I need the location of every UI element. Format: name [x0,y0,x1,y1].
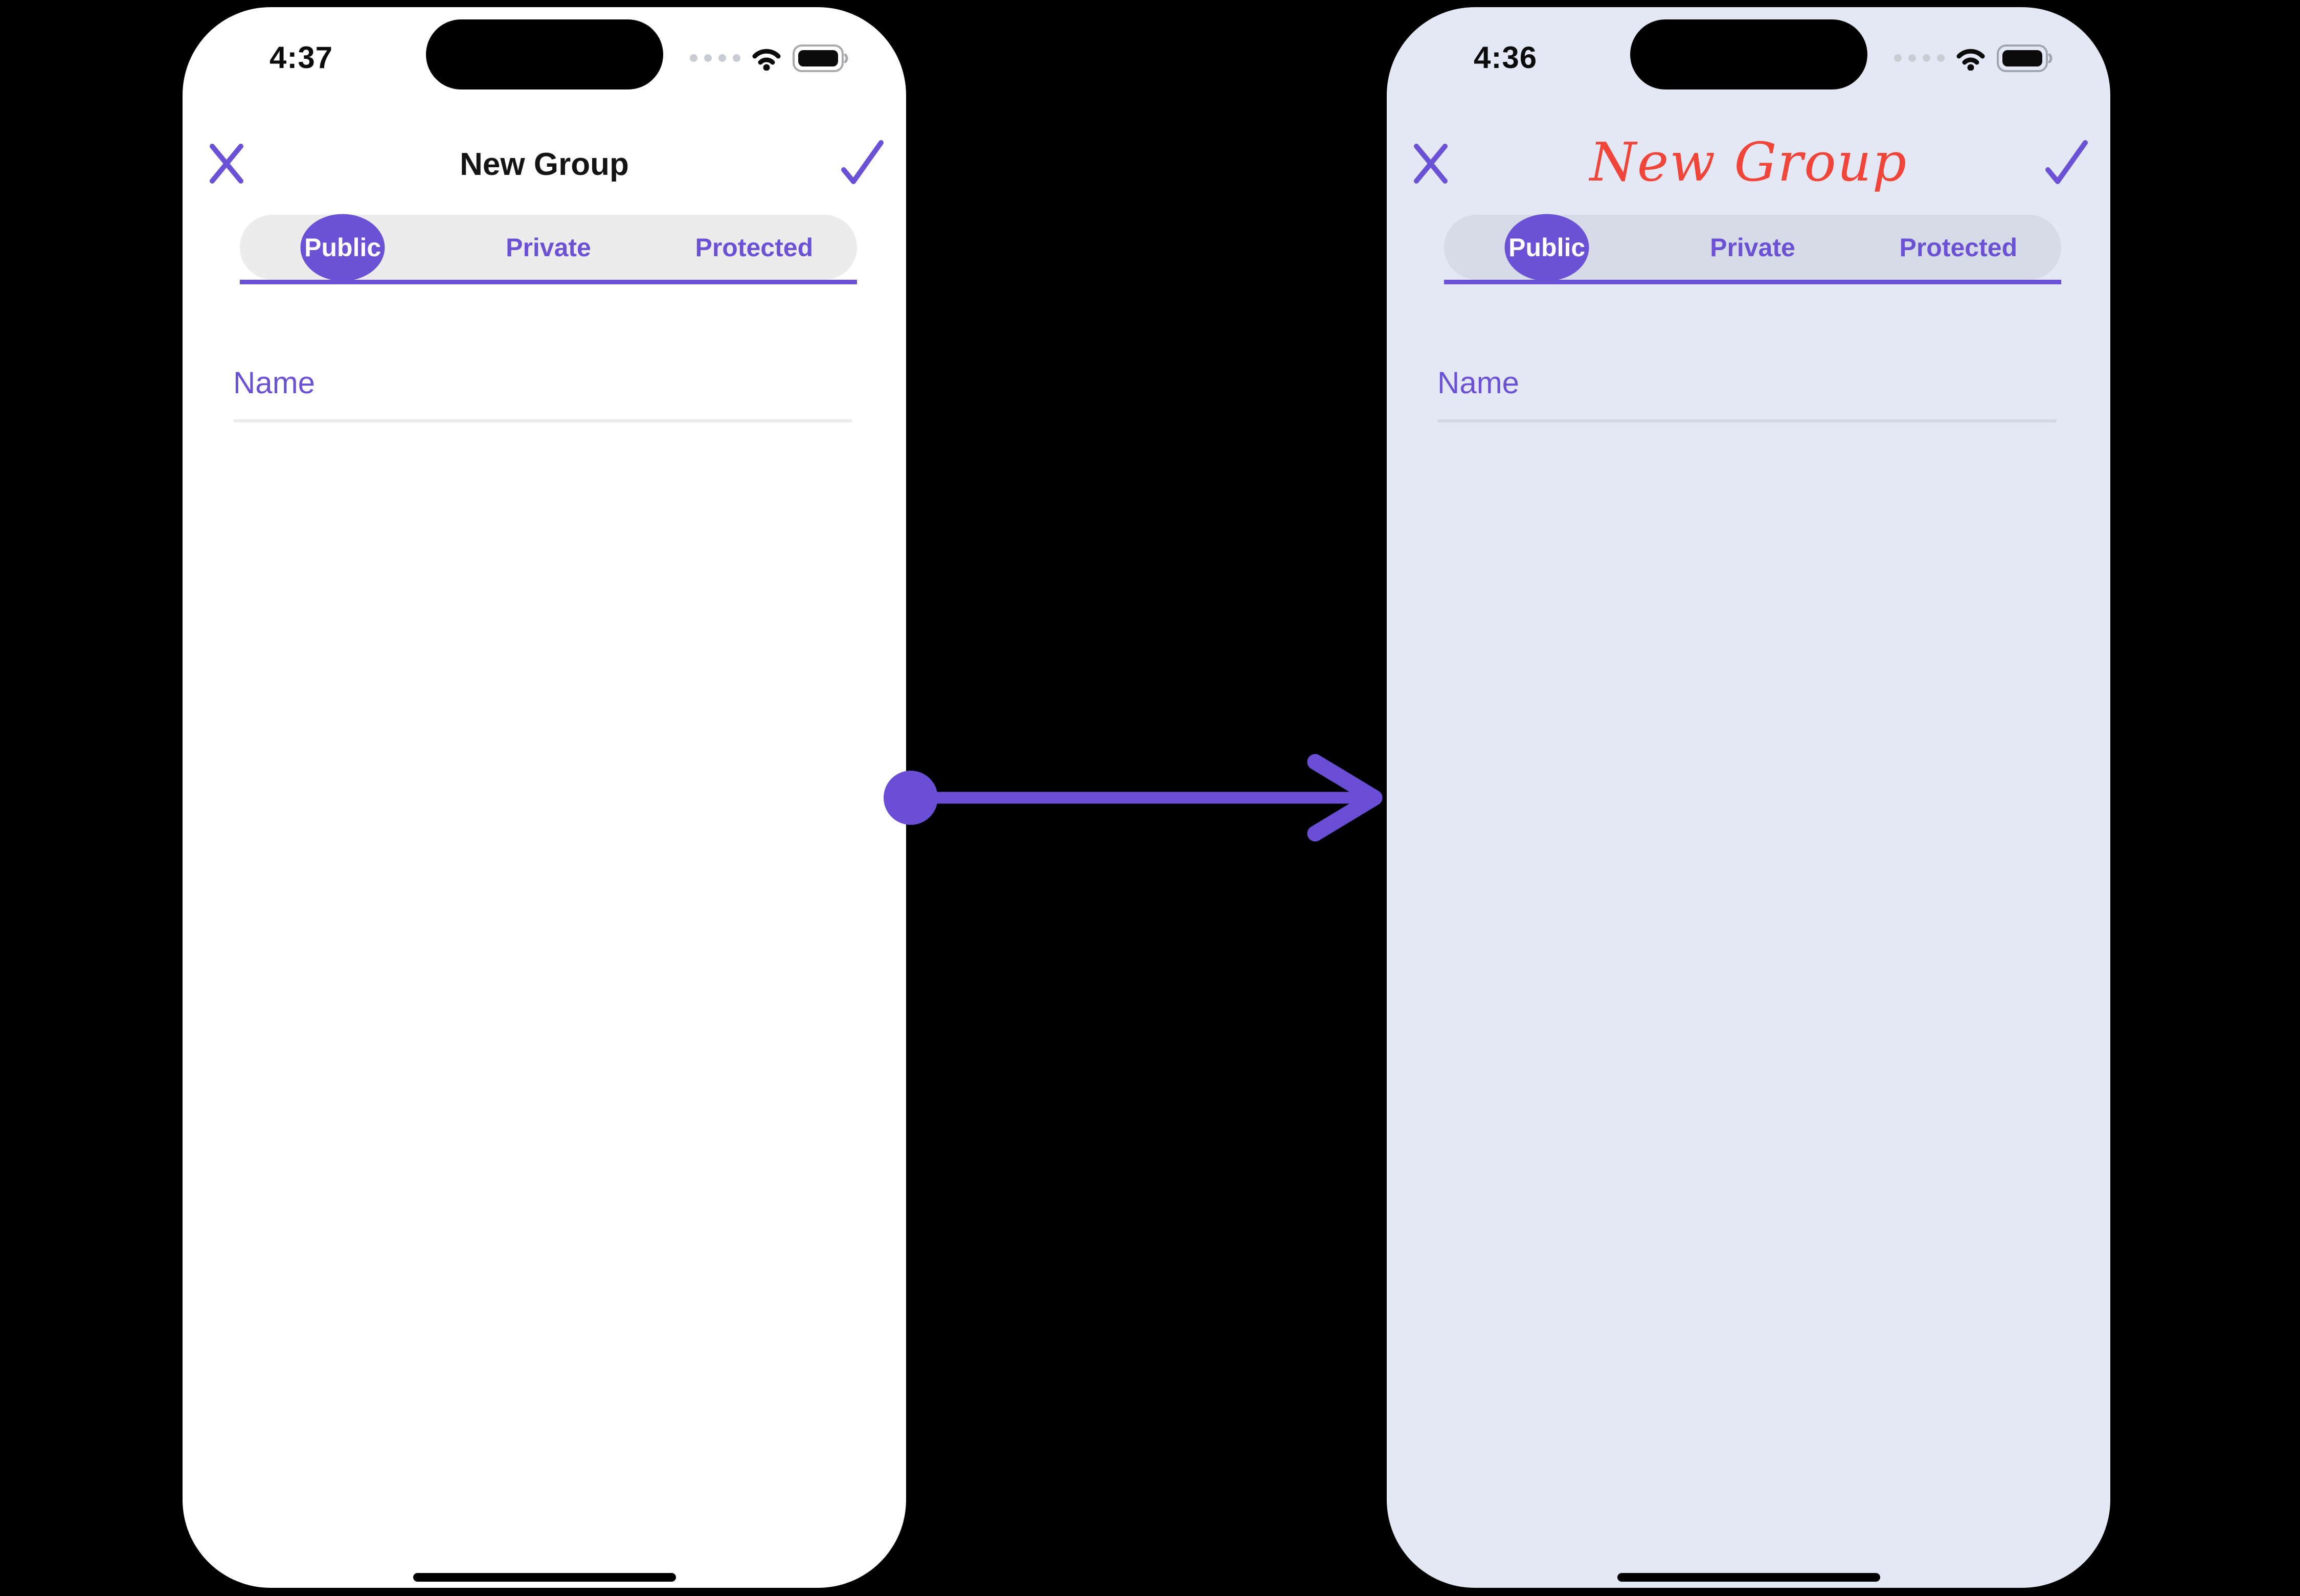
close-x-icon [210,144,243,184]
cellular-dots-icon [690,54,740,65]
wifi-icon [1955,46,1987,73]
battery-icon [1997,44,2053,75]
confirm-button[interactable] [2045,139,2089,187]
tab-private[interactable]: Private [445,215,651,280]
tab-private[interactable]: Private [1650,215,1855,280]
name-field-underline [233,419,852,422]
name-field-underline [1437,419,2057,422]
tab-public[interactable]: Public [1444,214,1650,281]
status-icons [690,44,849,75]
name-field[interactable]: Name [233,366,315,400]
tab-public[interactable]: Public [240,214,445,281]
dynamic-island [1630,19,1867,89]
tab-label: Private [506,233,591,262]
page-title: New Group [460,147,629,182]
page-title: New Group [1589,131,1908,193]
wifi-icon [751,46,782,73]
status-time: 4:37 [269,40,333,75]
segmented-underline [240,280,857,284]
confirm-button[interactable] [841,139,885,187]
tab-label: Protected [1899,233,2018,262]
close-button[interactable] [208,141,245,186]
tab-label: Private [1710,233,1795,262]
home-indicator[interactable] [413,1573,676,1582]
tab-protected[interactable]: Protected [651,215,857,280]
home-indicator[interactable] [1617,1573,1880,1582]
visibility-segmented-control: Public Private Protected [240,214,857,281]
cellular-dots-icon [1894,54,1945,65]
selected-tab-indicator [300,214,385,281]
tab-label: Public [1508,233,1586,262]
close-x-icon [1414,144,1448,184]
transition-arrow [884,754,1383,842]
status-time: 4:36 [1474,40,1538,75]
iphone-frame-left: 4:37 [183,7,906,1588]
status-icons [1894,44,2053,75]
checkmark-icon [2045,140,2088,184]
battery-icon [793,44,849,75]
dynamic-island [425,19,663,89]
tab-label: Public [304,233,381,262]
checkmark-icon [841,140,884,184]
selected-tab-indicator [1504,214,1589,281]
iphone-frame-right: 4:36 [1387,7,2110,1588]
arrow-head [1307,754,1383,842]
name-field[interactable]: Name [1437,366,1520,400]
close-button[interactable] [1412,141,1449,186]
visibility-segmented-control: Public Private Protected [1444,214,2061,281]
segmented-underline [1444,280,2061,284]
tab-label: Protected [695,233,814,262]
tab-protected[interactable]: Protected [1856,215,2061,280]
